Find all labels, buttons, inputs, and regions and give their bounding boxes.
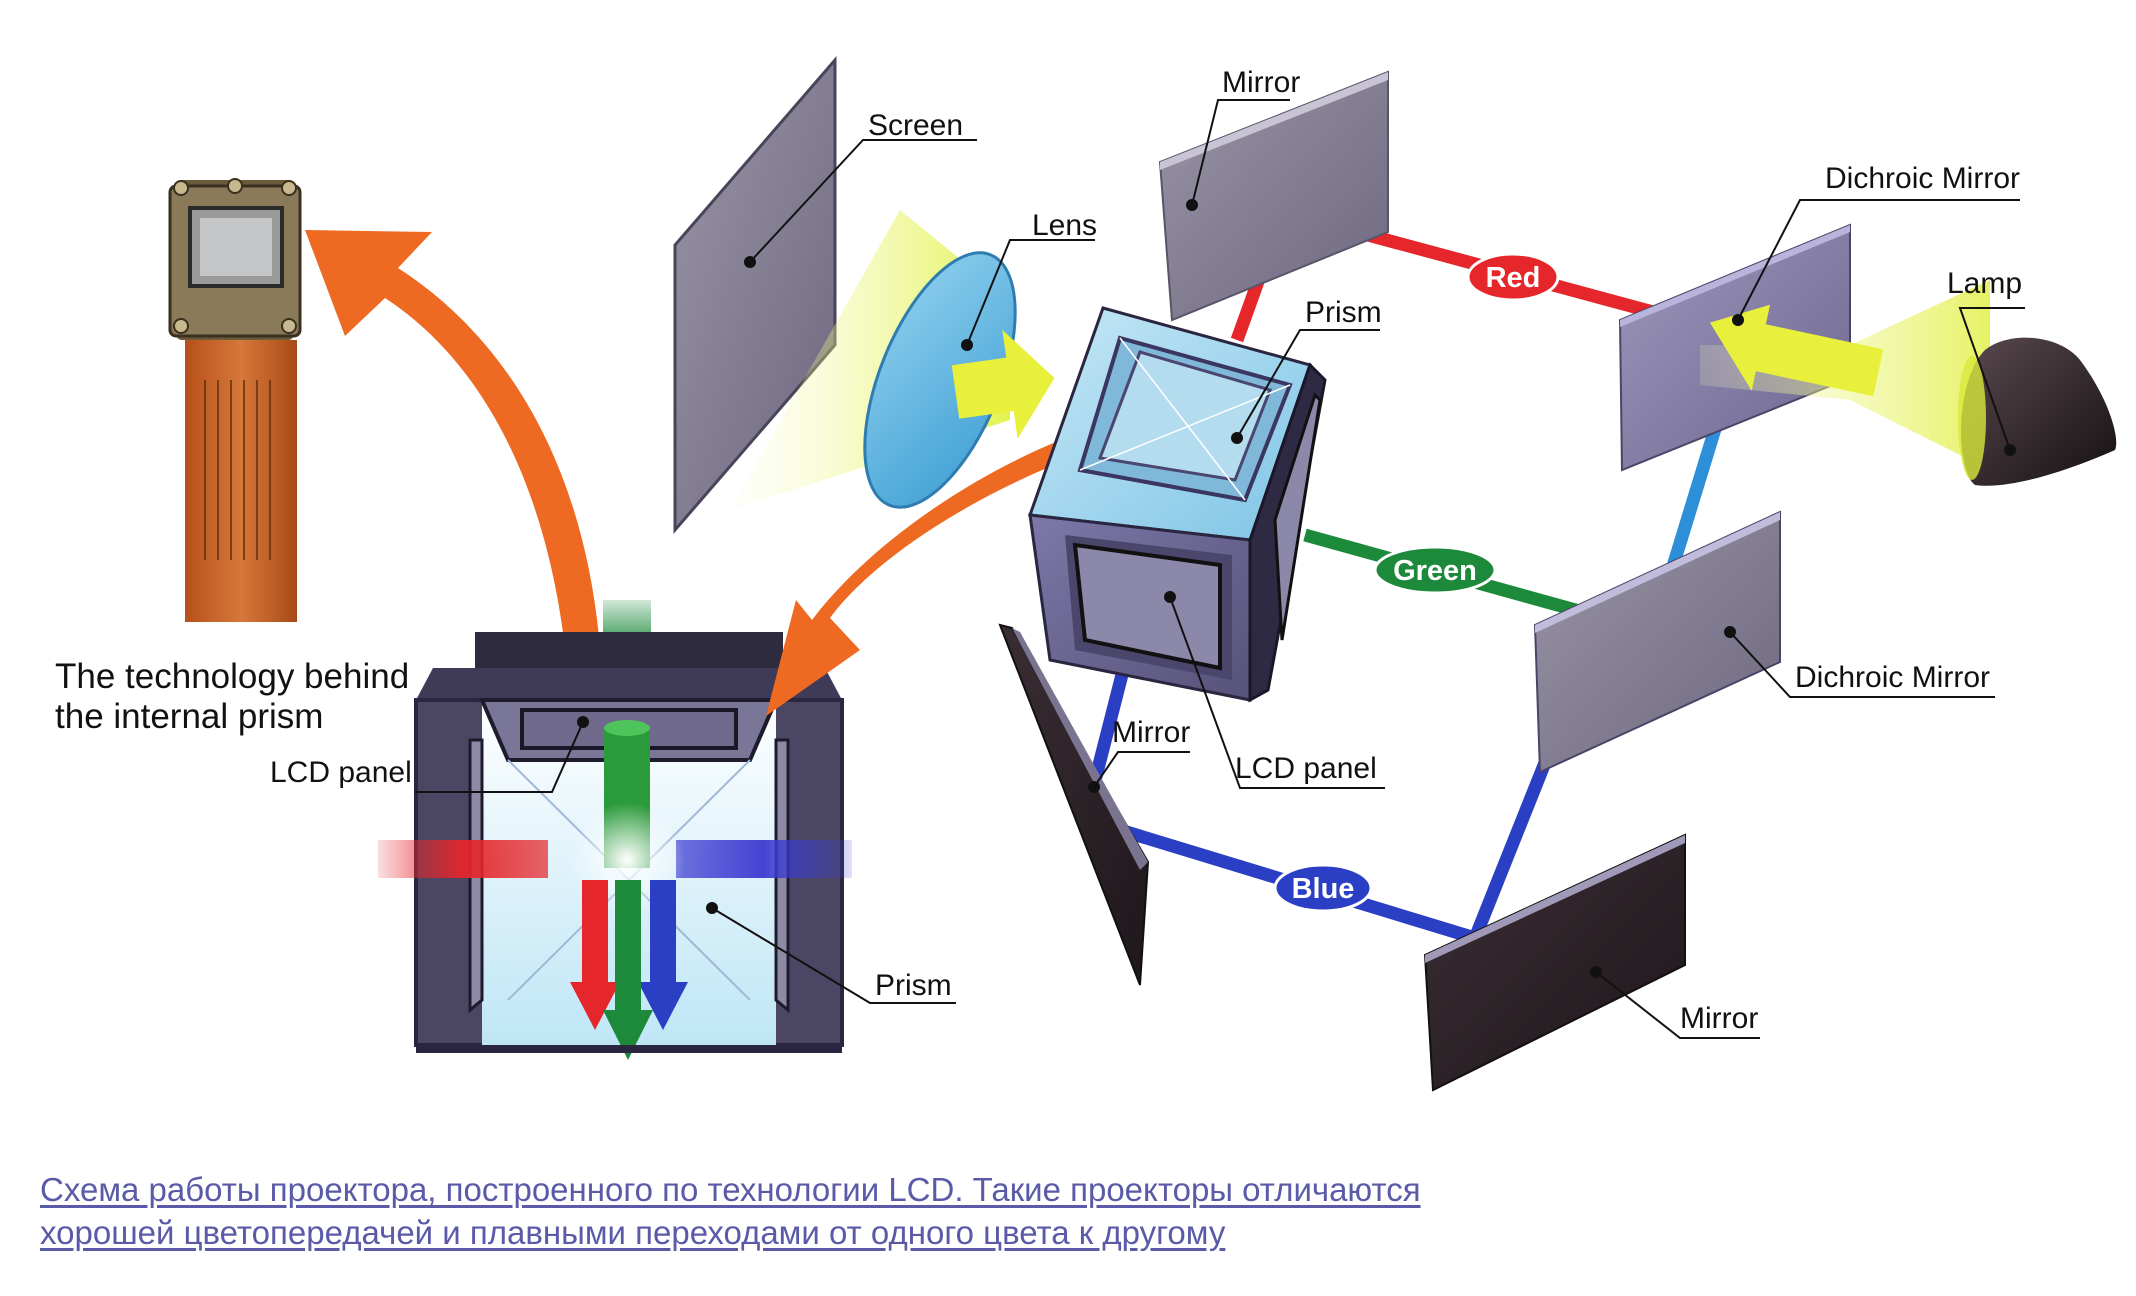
label-lcd-panel-main: LCD panel xyxy=(1235,752,1377,785)
beam-label-green-pill xyxy=(1373,545,1497,595)
label-dichroic-mirror-top: Dichroic Mirror xyxy=(1825,162,2020,195)
caption: Схема работы проектора, построенного по … xyxy=(40,1168,1421,1254)
yellow-arrow-left-icon xyxy=(951,329,1055,439)
label-mirror-left: Mirror xyxy=(1112,716,1190,749)
leader-dots xyxy=(577,199,2016,978)
label-mirror-bottom: Mirror xyxy=(1680,1002,1758,1035)
beam-label-red: Red xyxy=(1486,262,1541,294)
label-lens: Lens xyxy=(1032,209,1097,242)
label-lcd-panel-detail: LCD panel xyxy=(270,756,412,789)
prism-detail-diagram xyxy=(378,600,852,1060)
lamp-bulb xyxy=(1961,337,2117,486)
mirror-bottom xyxy=(1423,833,1686,1092)
label-screen: Screen xyxy=(868,109,963,142)
caption-line-1: Схема работы проектора, построенного по … xyxy=(40,1171,1421,1208)
label-tech-line2: the internal prism xyxy=(55,697,323,736)
label-lamp: Lamp xyxy=(1947,267,2022,300)
label-prism-detail: Prism xyxy=(875,969,952,1002)
yellow-arrow-lamp-icon xyxy=(1709,304,1884,397)
label-tech-line1: The technology behind xyxy=(55,657,409,696)
leader-lines xyxy=(415,99,2025,1039)
beam-label-green: Green xyxy=(1393,555,1477,587)
dichroic-mirror-mid xyxy=(1533,510,1781,774)
beam-label-blue: Blue xyxy=(1292,873,1355,905)
prism-main-cube xyxy=(1027,306,1327,703)
screen-panel xyxy=(673,55,837,535)
label-prism-main: Prism xyxy=(1305,296,1382,329)
orange-arrow-up-icon xyxy=(305,230,600,648)
label-dichroic-mirror-mid: Dichroic Mirror xyxy=(1795,661,1990,694)
lcd-chip-image xyxy=(168,178,302,622)
beam-label-red-pill xyxy=(1466,252,1560,302)
label-mirror-top: Mirror xyxy=(1222,66,1300,99)
beam-label-blue-pill xyxy=(1273,863,1373,913)
caption-line-2: хорошей цветопередачей и плавными перехо… xyxy=(40,1214,1226,1251)
